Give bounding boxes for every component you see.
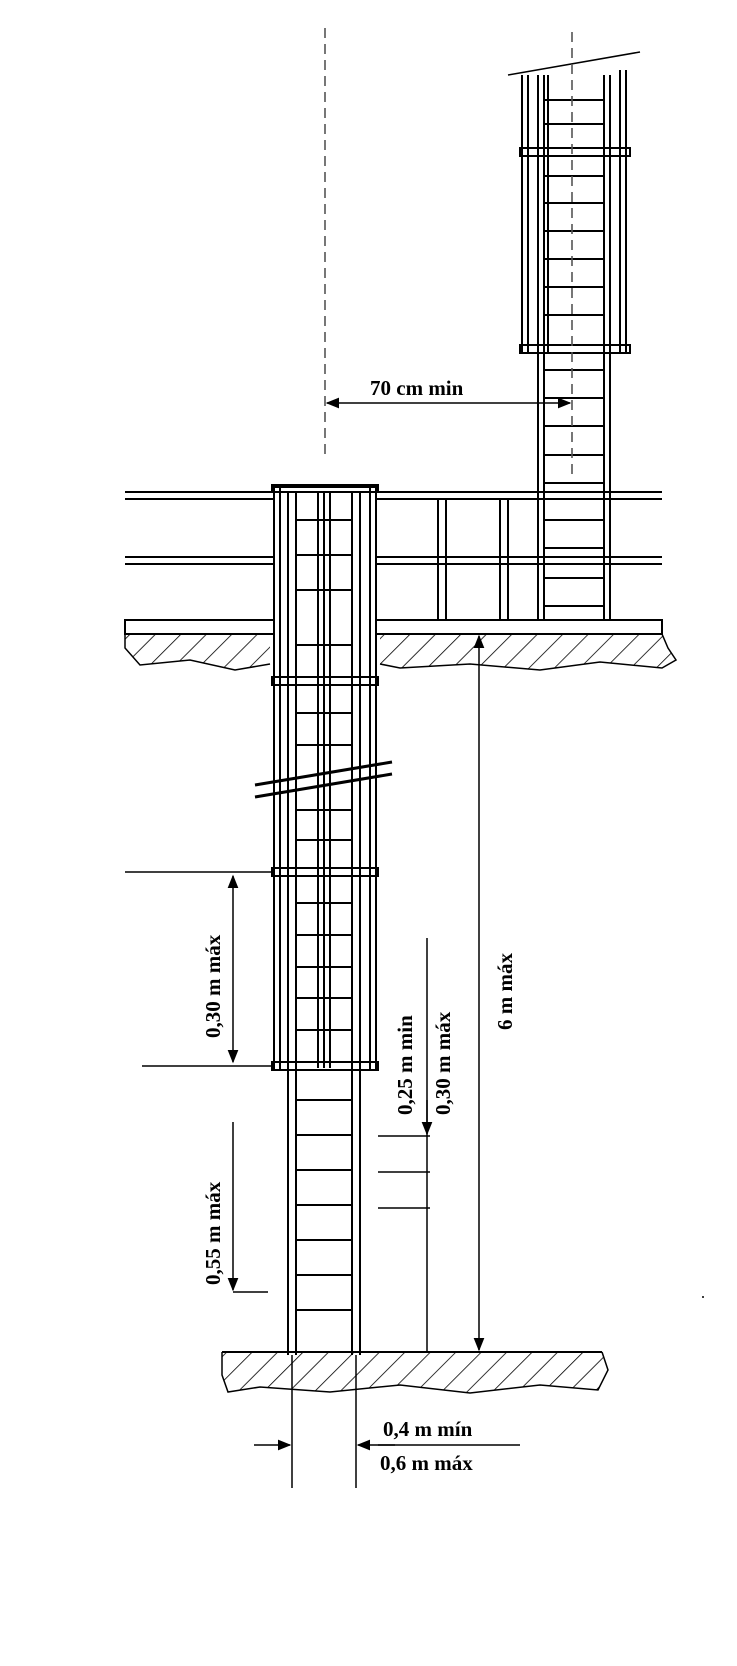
ladder-width-dimension xyxy=(254,1355,520,1488)
hoop-spacing-dimension xyxy=(125,871,272,1067)
cage-start-dimension xyxy=(227,1122,268,1293)
rung-spacing-max-label: 0,30 m máx xyxy=(431,1011,455,1115)
lower-ladder xyxy=(271,484,379,1355)
clearance-label: 70 cm min xyxy=(370,376,464,400)
rung-spacing-dimension xyxy=(378,938,433,1352)
ladder-width-max-label: 0,6 m máx xyxy=(380,1451,473,1475)
stray-mark xyxy=(702,1296,704,1298)
ladder-width-min-label: 0,4 m mín xyxy=(383,1417,473,1441)
ground xyxy=(221,1351,609,1394)
upper-ladder xyxy=(507,51,641,625)
upper-platform xyxy=(124,619,678,671)
landing-height-label: 6 m máx xyxy=(493,953,517,1030)
guard-rail xyxy=(125,491,662,620)
break-line xyxy=(254,760,393,799)
rung-spacing-min-label: 0,25 m min xyxy=(393,1015,417,1115)
cage-start-label: 0,55 m máx xyxy=(201,1181,225,1285)
hoop-spacing-label: 0,30 m máx xyxy=(201,934,225,1038)
